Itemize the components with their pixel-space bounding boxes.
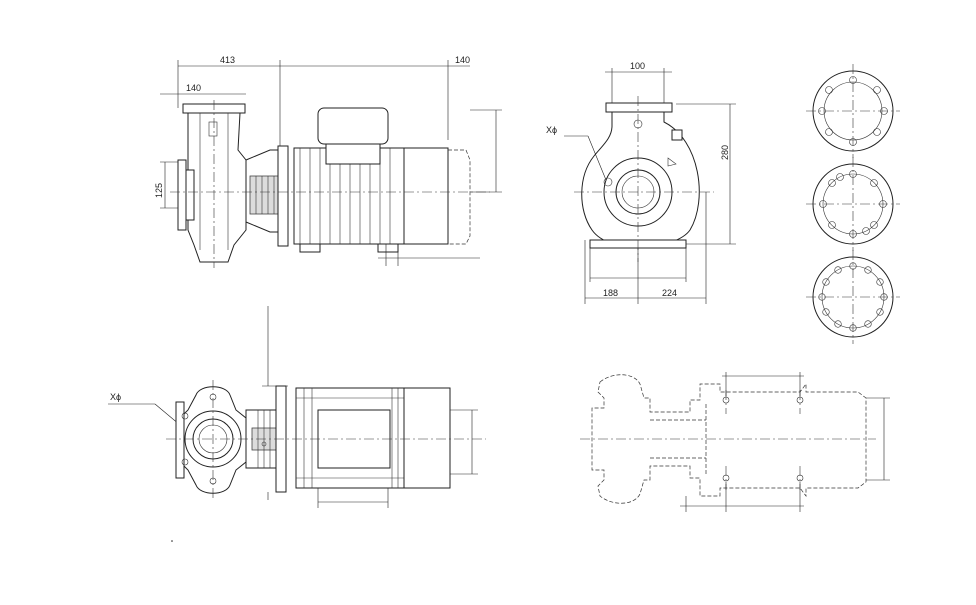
dim-100: 100 (630, 61, 645, 71)
outline-view (580, 372, 890, 512)
side-view: 413 140 140 125 (154, 55, 502, 268)
top-view: Xϕ (108, 306, 486, 508)
flange-4-hole (806, 64, 900, 158)
flange-patterns (806, 64, 900, 344)
stray-dot (171, 540, 173, 542)
dim-140-left: 140 (186, 83, 201, 93)
dim-224: 224 (662, 288, 677, 298)
dim-125: 125 (154, 183, 164, 198)
flange-12-hole (806, 250, 900, 344)
top-x-label: Xϕ (110, 392, 121, 402)
flange-8-hole (806, 157, 900, 251)
front-view: 100 Xϕ 280 188 224 (546, 61, 736, 304)
motor-fins-top (296, 388, 404, 488)
dim-188: 188 (603, 288, 618, 298)
dim-280: 280 (720, 145, 730, 160)
dim-140-right: 140 (455, 55, 470, 65)
dim-413: 413 (220, 55, 235, 65)
front-x-label: Xϕ (546, 125, 557, 135)
